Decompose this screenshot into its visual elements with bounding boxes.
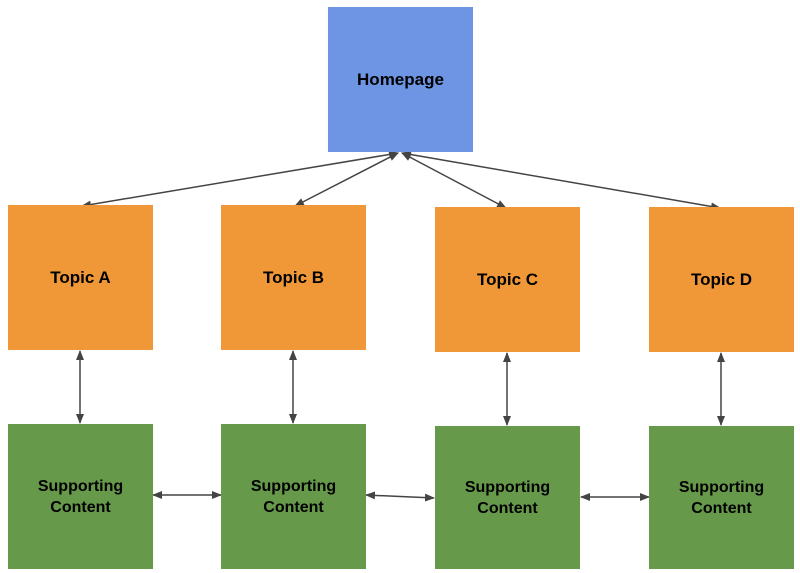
arrow-homepage-topic-d [401, 150, 721, 211]
supporting-content-c-line1: Supporting [464, 478, 551, 496]
homepage-label: Homepage [357, 70, 444, 89]
topic-a-label: Topic A [50, 268, 111, 287]
supporting-content-a-line2: Content [50, 498, 111, 516]
supporting-content-d-line2: Content [691, 499, 752, 517]
supporting-content-d-node: Supporting Content [649, 426, 794, 569]
supporting-content-b-line2: Content [263, 498, 324, 516]
topic-d-label: Topic D [690, 270, 753, 289]
supporting-content-a-line1: Supporting [37, 477, 124, 495]
homepage-node: Homepage [328, 7, 473, 152]
arrow-homepage-topic-a [81, 150, 399, 209]
topic-d-node: Topic D [649, 207, 794, 352]
supporting-content-b-line1: Supporting [250, 477, 337, 495]
topic-c-node: Topic C [435, 207, 580, 352]
supporting-content-b-node: Supporting Content [221, 424, 366, 569]
topic-b-label: Topic B [262, 268, 325, 287]
supporting-content-c-node: Supporting Content [435, 426, 580, 569]
arrow-support-b-c [365, 491, 435, 502]
supporting-content-c-line2: Content [477, 499, 538, 517]
topic-a-node: Topic A [8, 205, 153, 350]
supporting-content-a-node: Supporting Content [8, 424, 153, 569]
topic-c-label: Topic C [476, 270, 539, 289]
arrow-homepage-topic-b [294, 152, 399, 207]
supporting-content-d-line1: Supporting [678, 478, 765, 496]
topic-b-node: Topic B [221, 205, 366, 350]
